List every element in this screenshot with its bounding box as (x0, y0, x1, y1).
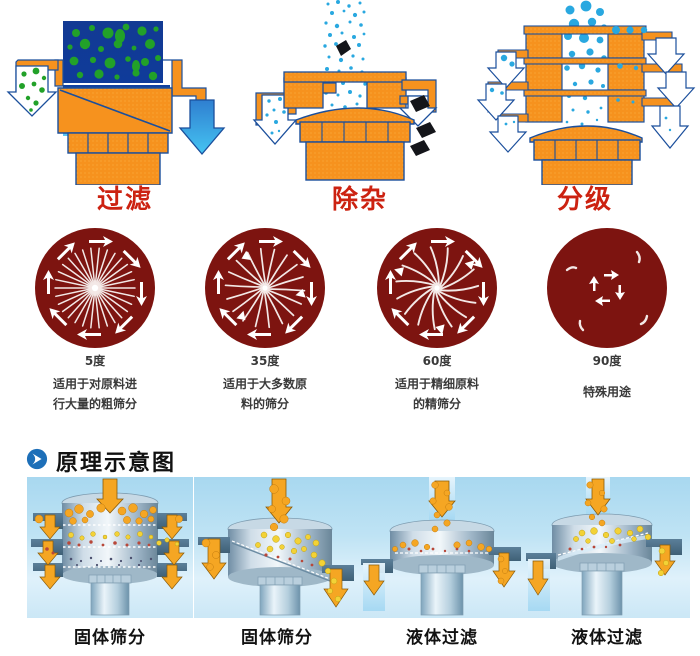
motion-desc-line: 的精筛分 (412, 397, 461, 411)
principle-panel-label-liquid-filtration-1: 液体过滤 (406, 628, 478, 648)
principle-panel-label-solid-screening-2: 固体筛分 (241, 628, 313, 648)
motion-desc-line: 适用于精细原料 (394, 377, 479, 391)
motion-desc-line: 行大量的粗筛分 (52, 397, 137, 411)
blue-chevron-circle-icon (26, 448, 48, 470)
motion-desc-line: 料的筛分 (240, 397, 289, 411)
applications-section: 过滤 (0, 0, 700, 222)
application-cell-classification: 分级 (470, 0, 700, 222)
motion-desc-line: 适用于对原料进 (52, 377, 137, 391)
application-cell-filtration: 过滤 (0, 0, 250, 222)
sieve-classification-icon (476, 0, 696, 185)
principle-panel-liquid-filtration-2: 液体过滤 (524, 477, 690, 656)
motion-desc-60deg: 适用于精细原料 的精筛分 (352, 374, 522, 414)
principle-section-title: 原理示意图 (56, 451, 177, 476)
motion-pattern-35deg-icon (205, 228, 325, 348)
application-cell-impurity-removal: 除杂 (250, 0, 470, 222)
sieve-impurity-removal-icon (252, 0, 438, 181)
principle-panel-solid-screening-2: 固体筛分 (194, 477, 360, 656)
application-title-classification: 分级 (556, 185, 613, 215)
principle-panel-solid-screening-1: 固体筛分 (27, 477, 193, 656)
motion-cell-35deg: 35度 适用于大多数原 料的筛分 (180, 224, 350, 434)
motion-pattern-5deg-icon (35, 228, 155, 348)
principle-panel-liquid-filtration-1: 液体过滤 (359, 477, 525, 656)
sieve-filtration-icon (6, 21, 226, 185)
motion-desc-line: 特殊用途 (582, 385, 631, 399)
motion-desc-5deg: 适用于对原料进 行大量的粗筛分 (10, 374, 180, 414)
principle-panel-label-liquid-filtration-2: 液体过滤 (571, 628, 643, 648)
principle-panels-section: 固体筛分 (0, 477, 700, 656)
motion-degree-90deg: 90度 (592, 354, 622, 368)
motion-cell-5deg: 5度 适用于对原料进 行大量的粗筛分 (10, 224, 180, 434)
motion-degree-60deg: 60度 (422, 354, 452, 368)
motion-pattern-60deg-icon (377, 228, 497, 348)
principle-image-liquid-filtration-1 (359, 477, 525, 618)
motion-desc-90deg: 特殊用途 (522, 382, 692, 402)
principle-panel-label-solid-screening-1: 固体筛分 (74, 628, 146, 648)
principle-image-solid-screening-1 (27, 477, 193, 618)
motion-diagrams-section: 5度 适用于对原料进 行大量的粗筛分 (0, 224, 700, 434)
motion-desc-line: 适用于大多数原 (222, 377, 307, 391)
motion-degree-5deg: 5度 (84, 354, 106, 368)
motion-cell-90deg: 90度 特殊用途 (522, 224, 692, 434)
application-title-filtration: 过滤 (96, 185, 153, 215)
application-title-impurity-removal: 除杂 (331, 185, 388, 215)
principle-section-header: 原理示意图 (0, 443, 700, 476)
motion-desc-35deg: 适用于大多数原 料的筛分 (180, 374, 350, 414)
principle-image-solid-screening-2 (194, 477, 360, 618)
principle-image-liquid-filtration-2 (524, 477, 690, 618)
motion-cell-60deg: 60度 适用于精细原料 的精筛分 (352, 224, 522, 434)
motion-degree-35deg: 35度 (250, 354, 280, 368)
motion-pattern-90deg-icon (547, 228, 667, 348)
